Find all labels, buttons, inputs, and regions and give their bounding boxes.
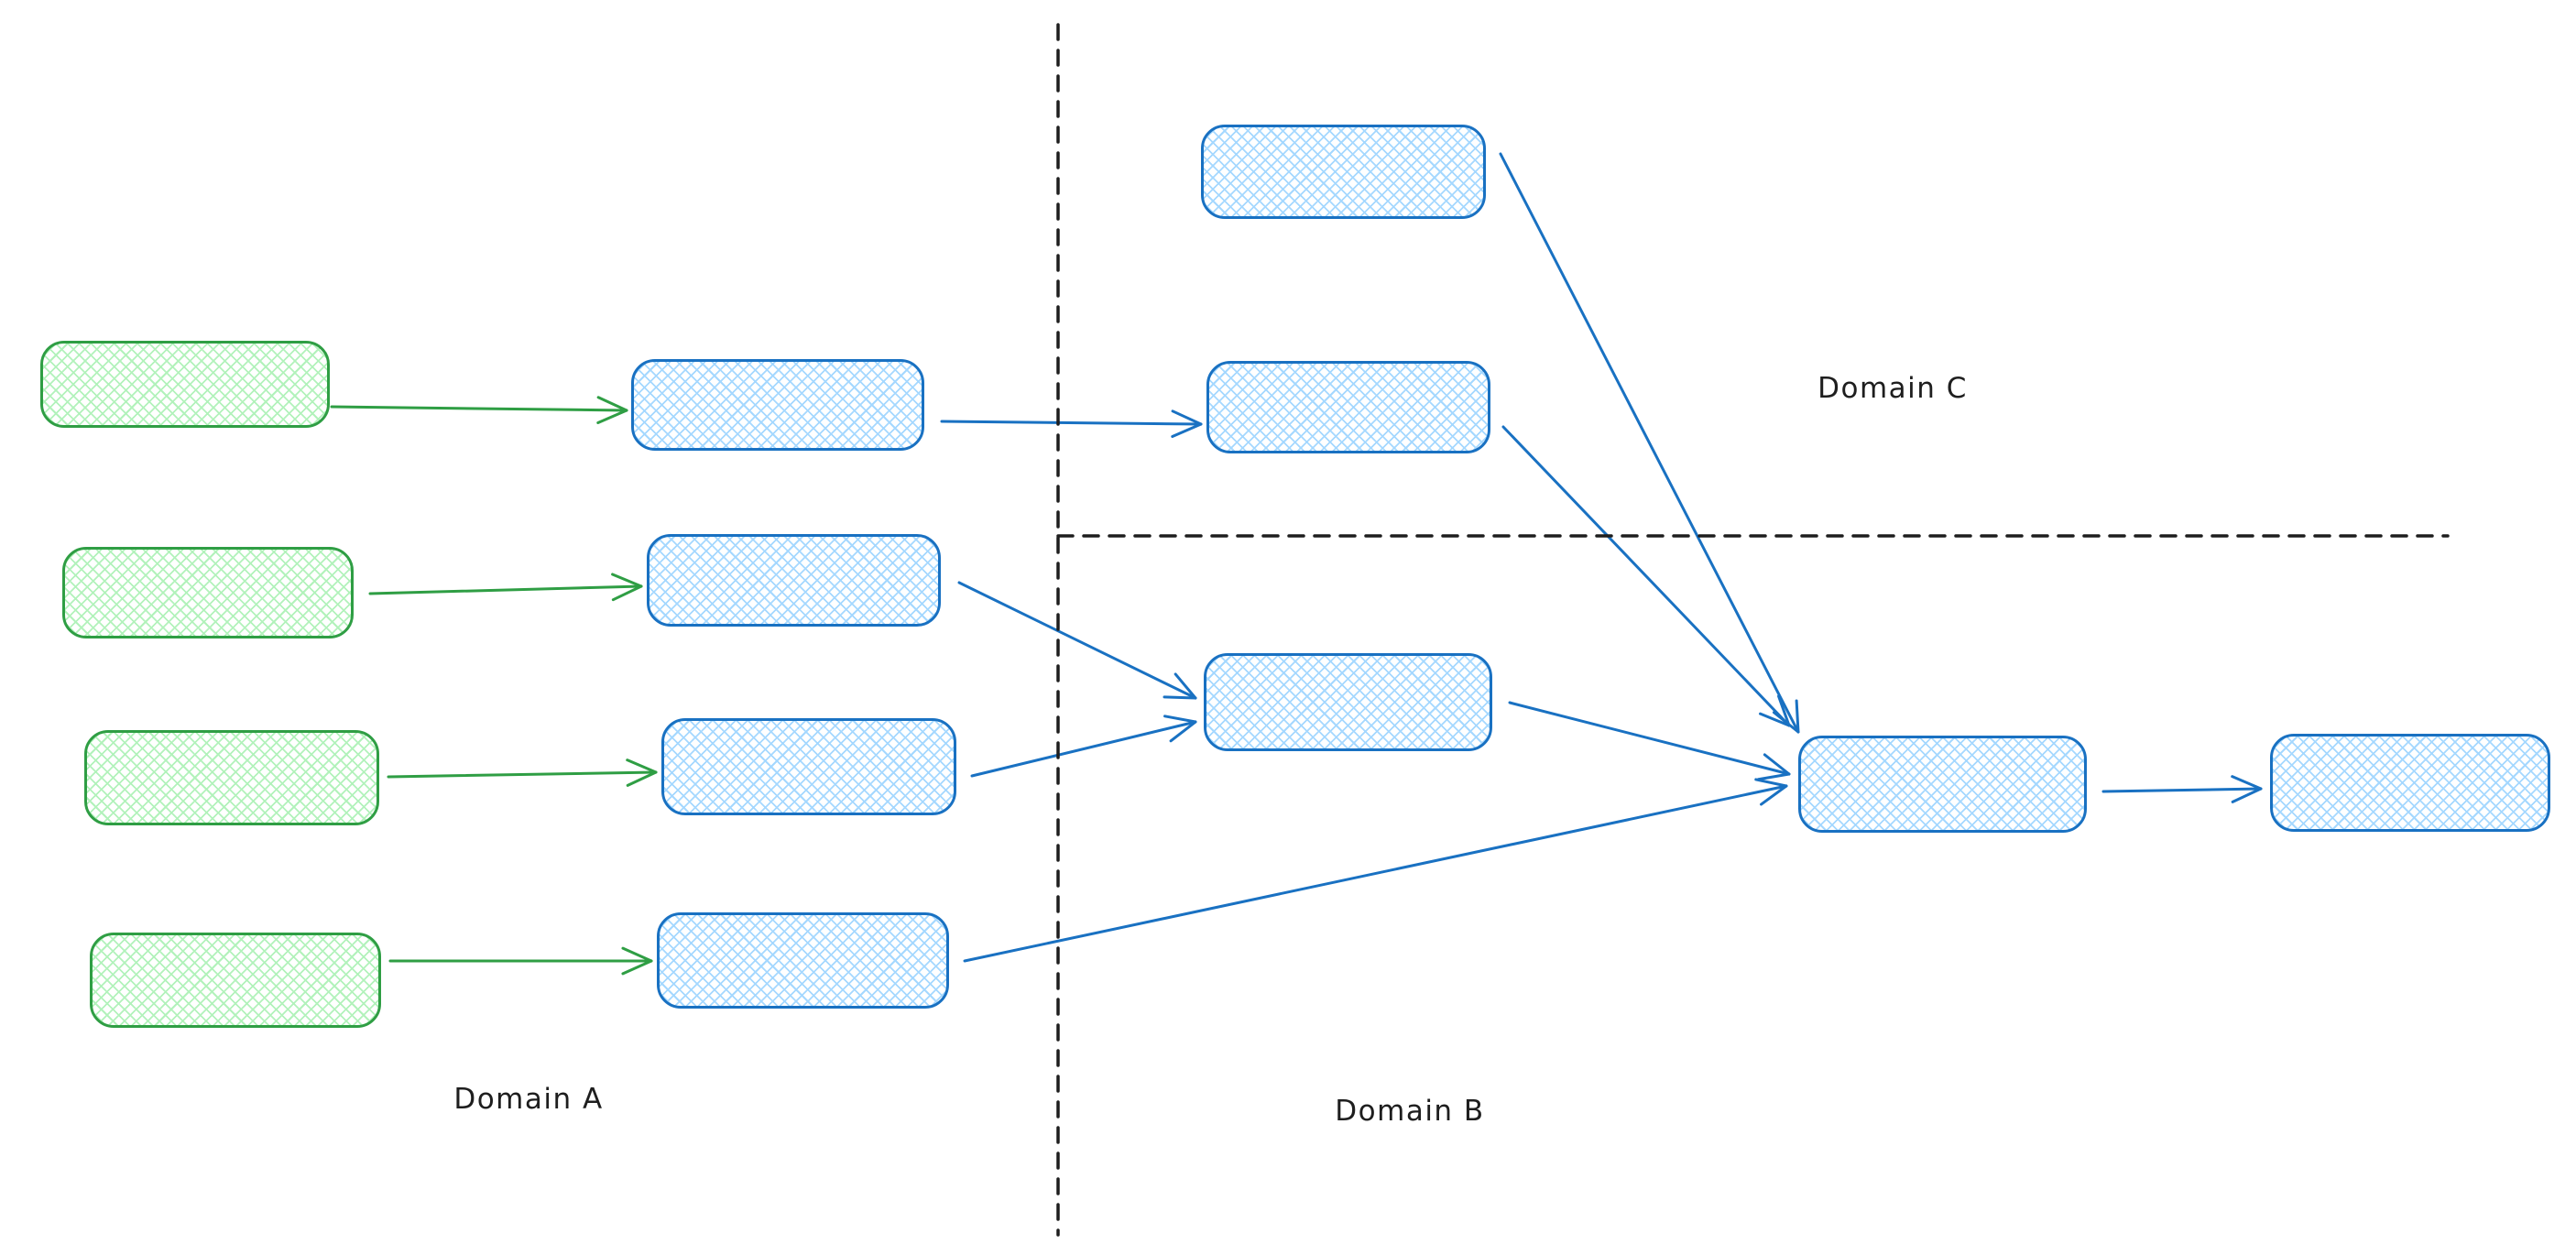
- domain-b-hub[interactable]: [1798, 736, 2087, 833]
- edge-aggregator-to-hub: [1508, 701, 1791, 781]
- domain-b-aggregator[interactable]: [1204, 653, 1492, 751]
- domain-c-node-2[interactable]: [1206, 361, 1490, 453]
- domain-c-label: Domain C: [1817, 372, 1968, 405]
- domain-a-source-4[interactable]: [90, 933, 381, 1028]
- edge-source1-to-process1: [330, 396, 628, 424]
- edge-process4-to-hub: [963, 778, 1788, 963]
- domain-c-node-1[interactable]: [1201, 125, 1486, 219]
- domain-a-source-2[interactable]: [62, 547, 354, 638]
- domain-b-output[interactable]: [2270, 734, 2550, 832]
- edge-hub-to-output: [2101, 775, 2263, 803]
- domain-b-label: Domain B: [1335, 1095, 1485, 1128]
- domain-a-process-3[interactable]: [661, 718, 956, 815]
- domain-a-source-1[interactable]: [40, 341, 330, 428]
- edge-process1-to-domainc2: [940, 409, 1203, 439]
- edge-process2-to-aggregator: [957, 581, 1197, 700]
- edge-source3-to-process3: [387, 758, 658, 787]
- edge-source4-to-process4: [388, 946, 653, 976]
- edge-process3-to-aggregator: [970, 715, 1197, 778]
- domain-a-process-2[interactable]: [647, 534, 941, 627]
- domain-a-process-1[interactable]: [631, 359, 924, 451]
- domain-a-process-4[interactable]: [657, 912, 949, 1009]
- domain-a-label: Domain A: [453, 1083, 604, 1116]
- domain-a-source-3[interactable]: [84, 730, 379, 825]
- edge-domainc1-to-hub: [1499, 152, 1800, 734]
- edge-source2-to-process2: [368, 573, 643, 602]
- edge-domainc2-to-hub: [1501, 425, 1791, 727]
